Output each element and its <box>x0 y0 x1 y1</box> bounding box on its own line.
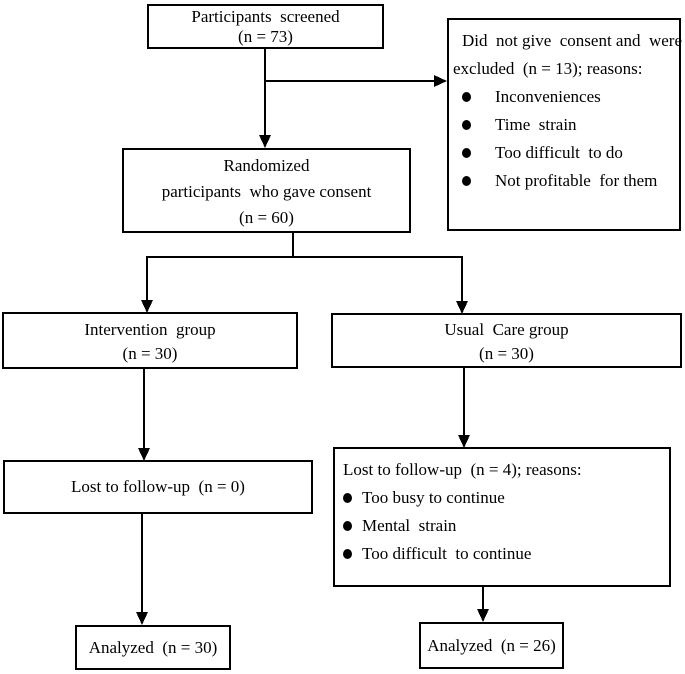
excluded-reason-text: Inconveniences <box>495 87 601 106</box>
lost-reason-text: Mental strain <box>362 516 457 535</box>
box-text-line: Lost to follow-up (n = 0) <box>71 477 245 496</box>
lost-reason-item: Too difficult to continue <box>343 540 667 568</box>
box-text-line: Randomized <box>223 156 310 175</box>
box-text-line: (n = 30) <box>122 344 178 363</box>
box-text-line: Did not give consent and were <box>462 31 682 50</box>
lost-reason-item: Too busy to continue <box>343 484 667 512</box>
lost-reason-item: Mental strain <box>343 512 667 540</box>
box-analyzed-intervention: Analyzed (n = 30) <box>75 625 231 670</box>
box-text-line: excluded (n = 13); reasons: <box>453 59 643 78</box>
box-intervention-group: Intervention group (n = 30) <box>2 312 298 369</box>
box-analyzed-usual-care: Analyzed (n = 26) <box>419 622 564 669</box>
bullet-icon <box>462 148 471 158</box>
bullet-icon <box>343 549 352 559</box>
bullet-icon <box>343 493 352 503</box>
bullet-icon <box>462 176 471 186</box>
box-text-line: Analyzed (n = 30) <box>88 637 218 657</box>
box-text-line: participants who gave consent <box>161 182 372 201</box>
bullet-icon <box>462 120 471 130</box>
bullet-icon <box>343 521 352 531</box>
arrow-usualcare-to-lost-head <box>458 435 470 448</box>
arrow-lostleft-to-analyzed-head <box>136 612 148 625</box>
excluded-reason-item: Not profitable for them <box>453 167 677 195</box>
box-lost-to-followup-intervention: Lost to follow-up (n = 0) <box>3 460 313 514</box>
arrow-screened-to-randomized-head <box>259 135 271 148</box>
excluded-reason-item: Time strain <box>453 111 677 139</box>
box-text-line: (n = 60) <box>239 208 294 227</box>
box-text-line: Lost to follow-up (n = 4); reasons: <box>343 460 582 479</box>
arrow-to-intervention-head <box>141 300 153 313</box>
bullet-icon <box>462 92 471 102</box>
arrow-to-excluded-head <box>434 75 447 87</box>
excluded-reason-item: Too difficult to do <box>453 139 677 167</box>
arrow-intervention-to-lost-head <box>138 448 150 461</box>
box-did-not-consent-excluded: Did not give consent and were excluded (… <box>447 18 682 231</box>
excluded-reason-item: Inconveniences <box>453 83 677 111</box>
box-randomized: Randomized participants who gave consent… <box>122 148 411 233</box>
arrow-lostright-to-analyzed-head <box>477 609 489 622</box>
lost-reason-text: Too difficult to continue <box>362 544 532 563</box>
box-text-line: Participants screened <box>191 7 340 26</box>
box-participants-screened: Participants screened (n = 73) <box>147 4 384 49</box>
excluded-reason-text: Not profitable for them <box>495 171 658 190</box>
box-text-line: (n = 30) <box>479 344 534 363</box>
excluded-reason-text: Time strain <box>495 115 577 134</box>
box-lost-to-followup-usual-care: Lost to follow-up (n = 4); reasons: Too … <box>333 447 671 587</box>
box-text-line: Intervention group <box>84 320 216 339</box>
box-text-line: (n = 73) <box>238 27 293 46</box>
arrow-to-usualcare-head <box>456 301 468 314</box>
lost-reason-text: Too busy to continue <box>362 488 505 507</box>
box-text-line: Analyzed (n = 26) <box>427 635 556 655</box>
box-text-line: Usual Care group <box>444 320 569 339</box>
box-usual-care-group: Usual Care group (n = 30) <box>331 313 682 368</box>
excluded-reason-text: Too difficult to do <box>495 143 623 162</box>
